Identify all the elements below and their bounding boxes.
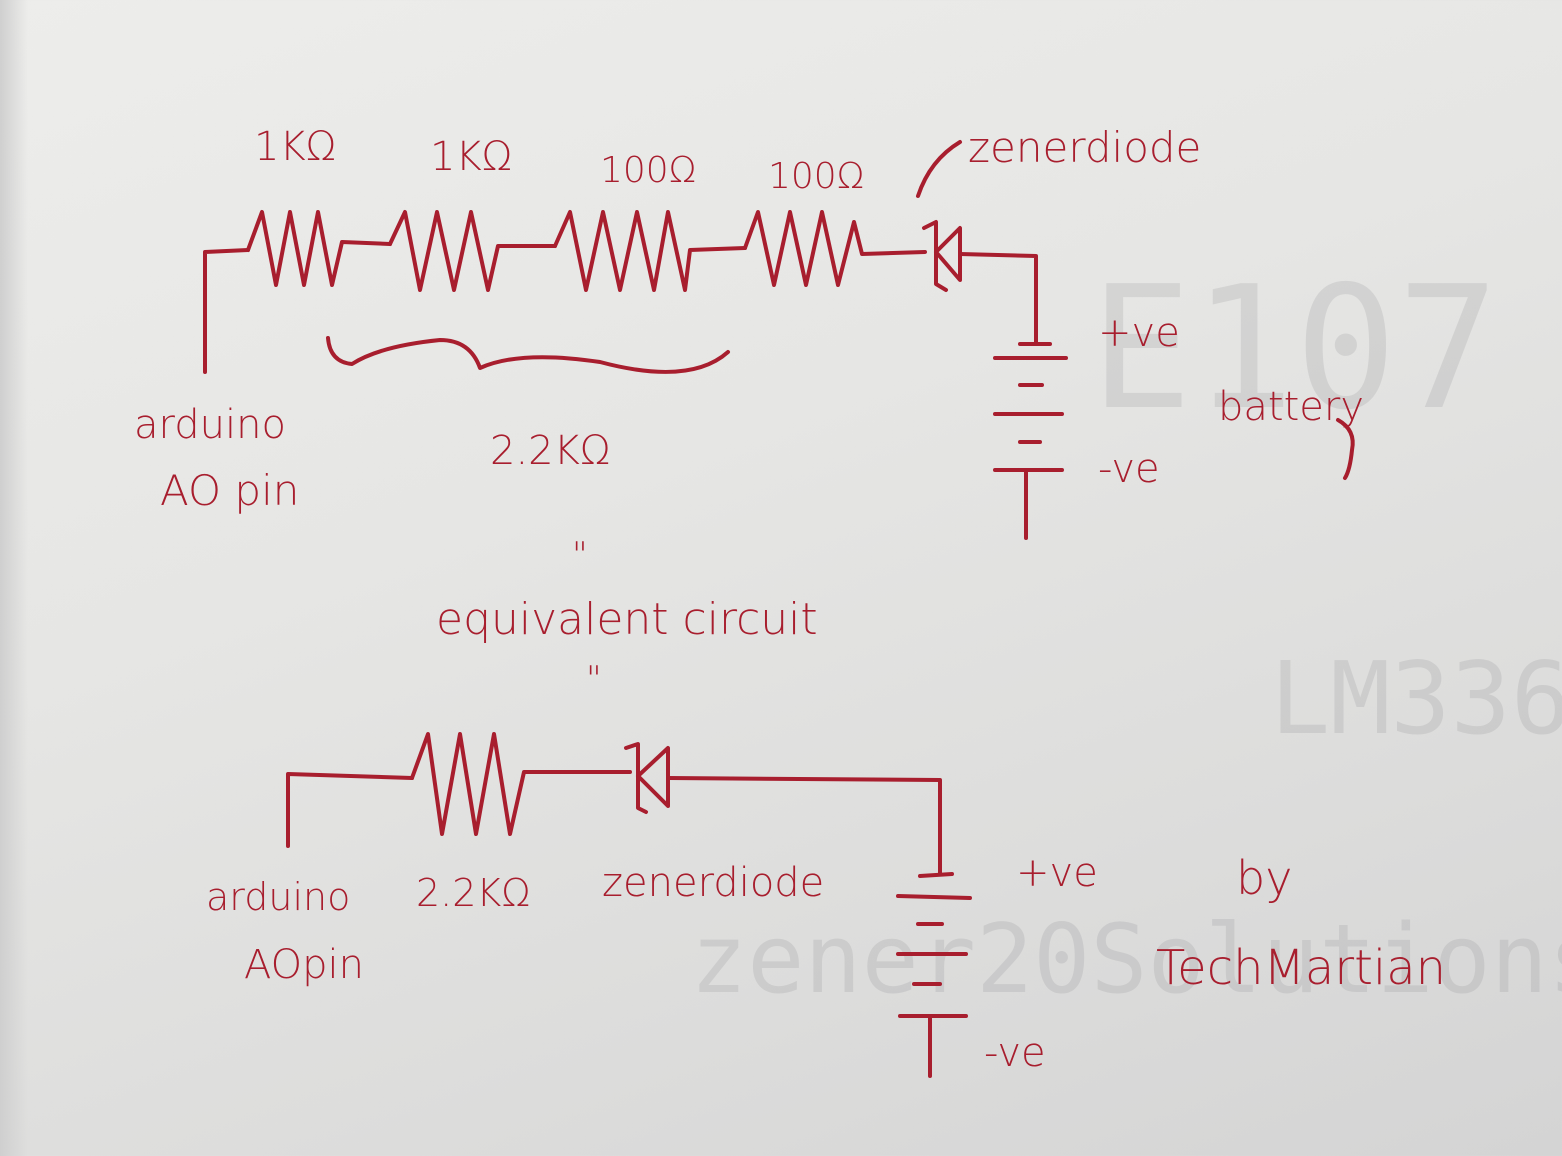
top-zener-pointer [916, 140, 962, 198]
bottom-resistor-label: 2.2KΩ [416, 871, 530, 915]
top-resistor-1 [246, 210, 392, 287]
top-resistor-3-label: 100Ω [600, 150, 696, 191]
bottom-battery-pos-label: +ve [1016, 850, 1098, 896]
top-grouping-brace [326, 336, 730, 374]
bottom-battery-neg-label: -ve [984, 1030, 1046, 1076]
ditto-mark-bottom: " [586, 659, 602, 699]
bottom-wire-battery [666, 776, 942, 876]
top-battery-symbol [993, 342, 1068, 540]
top-battery-brace [1336, 418, 1355, 480]
top-source-label-line1: arduino [134, 402, 286, 448]
bottom-wire-arduino [286, 772, 414, 848]
top-zener-label: zenerdiode [968, 123, 1201, 172]
top-wire-arduino [203, 248, 250, 374]
top-resistor-4 [743, 210, 927, 287]
credit-by: by [1236, 851, 1292, 905]
top-resistor-2 [388, 210, 557, 292]
top-resistor-1-label: 1KΩ [254, 124, 336, 170]
ghost-text-part: E107 [1090, 250, 1500, 448]
bottom-source-label-line1: arduino [206, 875, 350, 919]
paper-edge-shadow [0, 0, 28, 1156]
equivalent-circuit-label: equivalent circuit [436, 594, 818, 645]
ghost-text-filename: zener20Solutions.pdf [690, 905, 1562, 1015]
top-source-label-line2: AO pin [160, 466, 299, 515]
top-wire-battery [958, 252, 1038, 346]
top-battery-pos-label: +ve [1098, 310, 1180, 356]
ditto-mark-top: " [572, 535, 588, 575]
top-group-label: 2.2KΩ [490, 428, 610, 474]
bottom-zener-diode [624, 742, 670, 814]
top-battery-neg-label: -ve [1098, 446, 1160, 492]
top-battery-label: battery [1218, 384, 1364, 430]
top-resistor-4-label: 100Ω [768, 156, 864, 197]
ghost-text-model: LM336 [1270, 640, 1562, 757]
bottom-resistor [410, 732, 632, 836]
bottom-zener-label: zenerdiode [602, 860, 824, 906]
top-resistor-2-label: 1KΩ [430, 134, 512, 180]
credit-author: TechMartian [1156, 940, 1446, 996]
bottom-source-label-line2: AOpin [244, 942, 364, 988]
top-resistor-3 [553, 210, 747, 292]
bottom-battery-symbol [896, 872, 972, 1078]
top-zener-diode [922, 220, 962, 292]
